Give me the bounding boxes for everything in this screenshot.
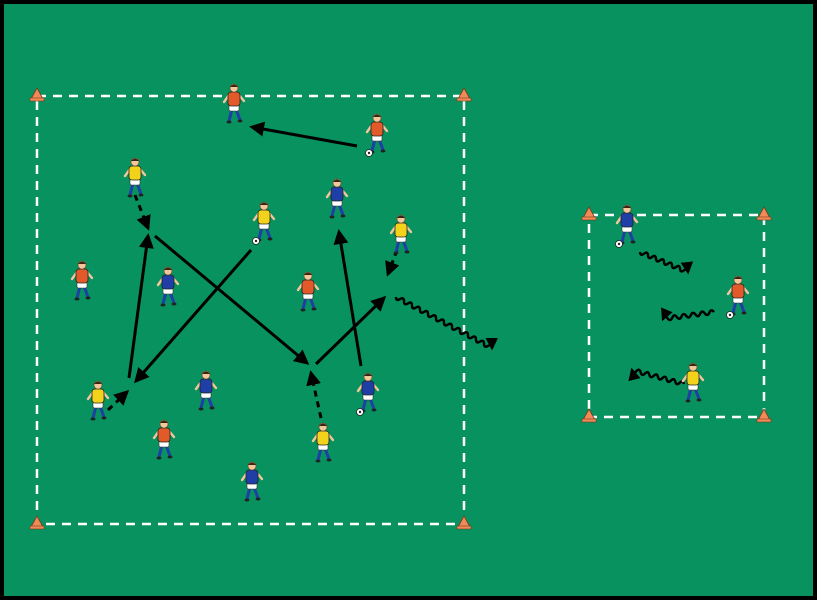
run-arrow (133, 194, 151, 231)
pass-arrow (154, 234, 310, 365)
player-yellow (123, 157, 147, 198)
player-orange (296, 271, 320, 312)
cone-icon (756, 408, 772, 423)
player-orange (365, 113, 389, 157)
dribble-arrow (661, 307, 715, 322)
pass-arrow (333, 229, 363, 367)
cone-icon (581, 206, 597, 221)
player-yellow (311, 422, 335, 463)
player-blue (356, 372, 380, 416)
cone-icon (581, 408, 597, 423)
cone-icon (456, 87, 472, 102)
ball-icon (726, 311, 734, 319)
dribble-arrow (638, 251, 694, 275)
cone-icon (756, 206, 772, 221)
player-blue (194, 370, 218, 411)
pass-arrow (127, 233, 154, 379)
player-orange (70, 260, 94, 301)
ball-icon (365, 149, 373, 157)
side-area-boundary (587, 213, 766, 419)
player-orange (152, 419, 176, 460)
cone-icon (29, 87, 45, 102)
player-blue (240, 461, 264, 502)
player-orange (726, 275, 750, 319)
ball-icon (615, 240, 623, 248)
pass-arrow (249, 121, 358, 148)
ball-icon (252, 237, 260, 245)
ball-icon (356, 408, 364, 416)
player-yellow (252, 201, 276, 245)
cone-icon (456, 515, 472, 530)
player-orange (222, 83, 246, 124)
run-arrow (106, 389, 130, 412)
player-yellow (389, 214, 413, 255)
main-area-boundary (35, 94, 466, 526)
dribble-arrow (394, 296, 499, 351)
player-blue (325, 178, 349, 219)
dribble-arrow (628, 367, 686, 386)
player-blue (156, 266, 180, 307)
player-yellow (681, 362, 705, 403)
pass-arrow (134, 249, 253, 384)
cone-icon (29, 515, 45, 530)
run-arrow (306, 370, 323, 419)
pass-arrow (314, 295, 387, 366)
player-yellow (86, 380, 110, 421)
player-blue (615, 204, 639, 248)
